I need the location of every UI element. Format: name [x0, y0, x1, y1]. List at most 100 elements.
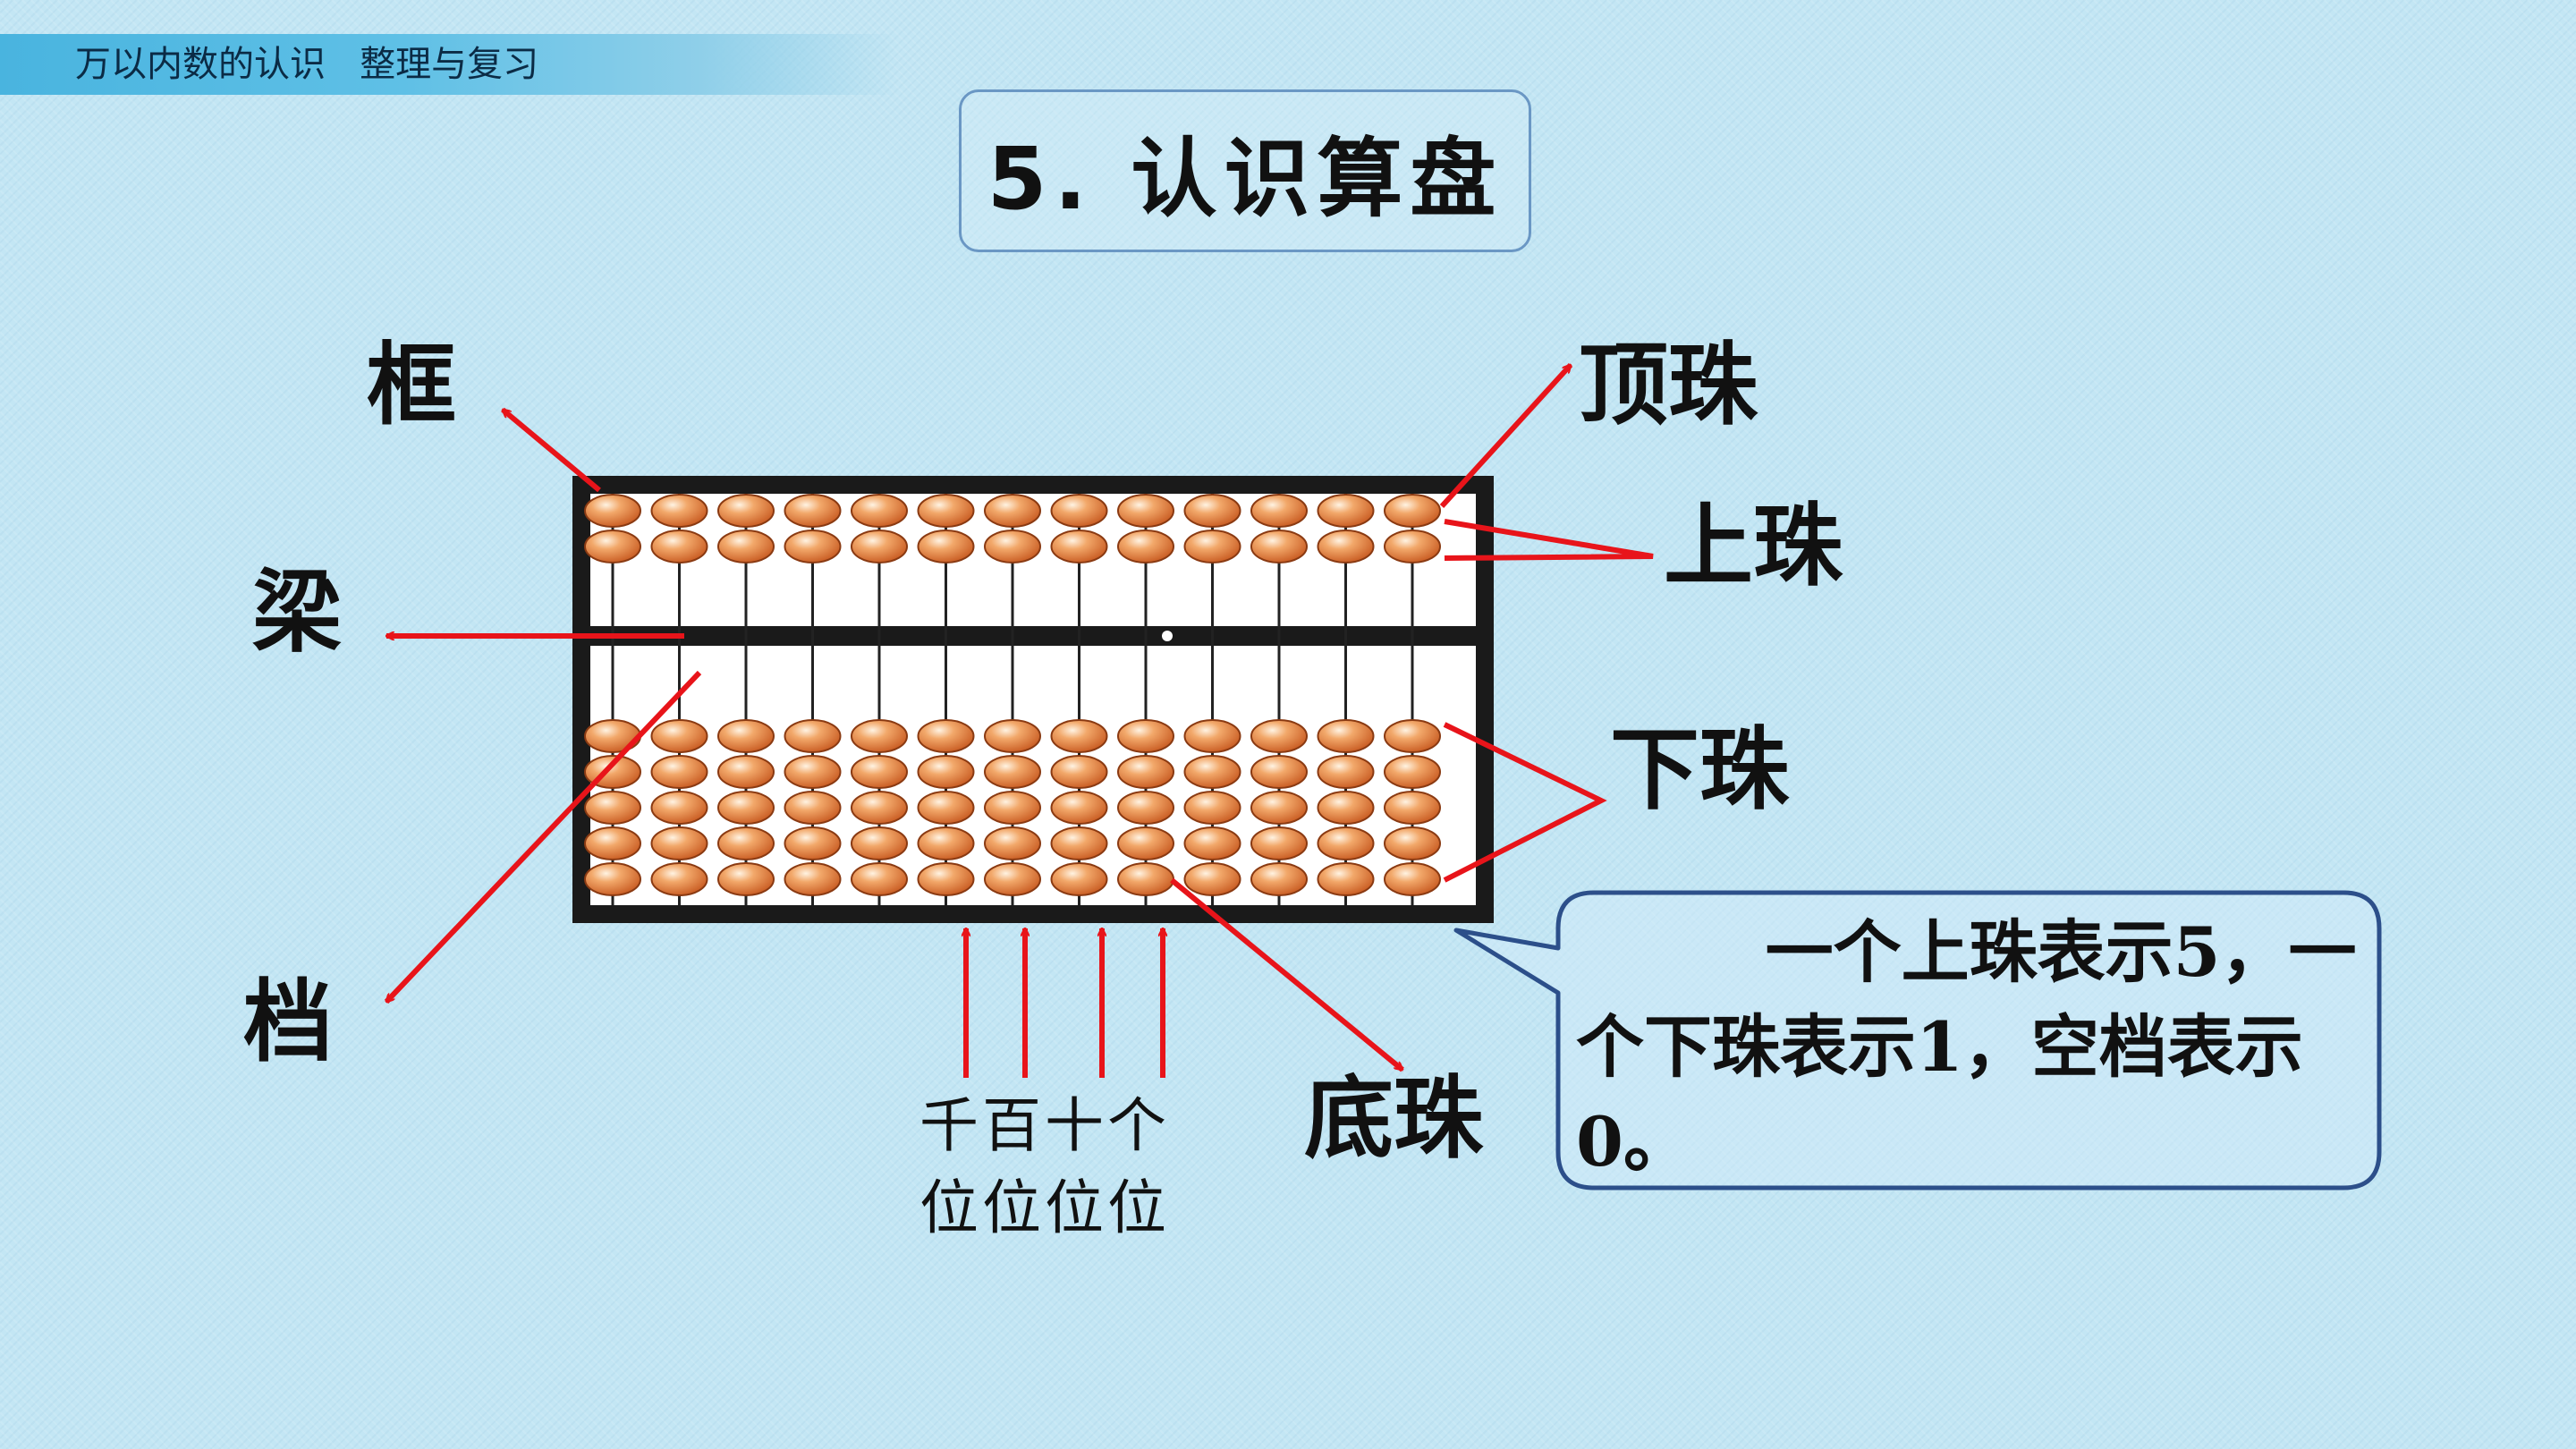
label-upper-bead: 上珠 [1664, 493, 1843, 598]
lower-bead [1050, 755, 1108, 789]
label-beam: 梁 [252, 559, 342, 665]
lower-bead [1317, 719, 1375, 753]
lower-bead [917, 826, 975, 860]
lower-bead [851, 826, 908, 860]
lower-bead [784, 826, 842, 860]
speech-bubble [1453, 890, 2382, 1191]
lower-bead [1384, 791, 1441, 825]
label-frame: 框 [367, 332, 456, 437]
place-suffix: 位位位位 [919, 1174, 1170, 1242]
upper-bead [784, 530, 842, 564]
lower-bead [1117, 719, 1174, 753]
lower-bead [717, 755, 775, 789]
lower-bead [584, 826, 641, 860]
upper-bead [1384, 494, 1441, 528]
lower-bead [784, 719, 842, 753]
lower-bead [1250, 826, 1308, 860]
lower-bead [1050, 862, 1108, 896]
upper-bead [851, 530, 908, 564]
lower-bead [1117, 755, 1174, 789]
upper-bead [984, 494, 1041, 528]
arrow-rod [386, 670, 702, 1002]
lower-bead [1050, 719, 1108, 753]
lower-bead [984, 862, 1041, 896]
lower-bead [851, 719, 908, 753]
arrow-frame [503, 407, 601, 493]
label-top-bead: 顶珠 [1579, 332, 1758, 437]
lower-bead [1117, 791, 1174, 825]
lower-bead [717, 826, 775, 860]
upper-bead [1050, 530, 1108, 564]
lower-bead [1384, 719, 1441, 753]
place-names: 千百十个 [919, 1091, 1170, 1160]
upper-bead [984, 530, 1041, 564]
lower-bead [851, 862, 908, 896]
lower-bead [984, 755, 1041, 789]
lower-bead [917, 755, 975, 789]
beam-dot [1162, 631, 1173, 641]
upper-bead [784, 494, 842, 528]
lower-bead [1317, 755, 1375, 789]
lower-bead [1384, 755, 1441, 789]
lower-bead [1183, 791, 1241, 825]
lower-bead [917, 791, 975, 825]
upper-bead [1183, 494, 1241, 528]
lower-bead [1250, 719, 1308, 753]
upper-bead [717, 494, 775, 528]
page-title: 5. 认识算盘 [987, 128, 1504, 229]
lower-bead [1317, 791, 1375, 825]
arrow-upper-bead [1444, 519, 1654, 561]
lower-bead [1050, 826, 1108, 860]
upper-bead [917, 494, 975, 528]
upper-bead [1317, 494, 1375, 528]
upper-bead [1050, 494, 1108, 528]
lower-bead [650, 755, 708, 789]
lower-bead [784, 755, 842, 789]
lower-bead [1050, 791, 1108, 825]
upper-bead [717, 530, 775, 564]
lower-bead [1250, 862, 1308, 896]
lower-bead [717, 719, 775, 753]
lower-bead [717, 791, 775, 825]
lower-bead [584, 862, 641, 896]
lower-bead [1117, 826, 1174, 860]
lower-bead [717, 862, 775, 896]
lower-bead [650, 862, 708, 896]
upper-bead [851, 494, 908, 528]
lower-bead [650, 791, 708, 825]
lower-bead [1117, 862, 1174, 896]
abacus-beads [584, 494, 1441, 896]
lower-bead [1183, 755, 1241, 789]
lower-bead [851, 755, 908, 789]
upper-bead [650, 530, 708, 564]
lower-bead [917, 862, 975, 896]
lower-bead [984, 791, 1041, 825]
lower-bead [784, 862, 842, 896]
label-bottom-bead: 底珠 [1304, 1065, 1483, 1171]
arrow-lower-bead [1443, 722, 1607, 883]
lower-bead [784, 791, 842, 825]
lower-bead [1183, 826, 1241, 860]
label-rod: 档 [243, 969, 333, 1074]
arrows [386, 365, 1654, 1078]
lower-bead [984, 826, 1041, 860]
lower-bead [1384, 826, 1441, 860]
upper-bead [917, 530, 975, 564]
upper-bead [1117, 494, 1174, 528]
upper-bead [584, 530, 641, 564]
arrow-top-bead [1439, 365, 1573, 509]
breadcrumb: 万以内数的认识 整理与复习 [75, 44, 539, 85]
upper-bead [650, 494, 708, 528]
upper-bead [1183, 530, 1241, 564]
lower-bead [917, 719, 975, 753]
upper-bead [1250, 530, 1308, 564]
upper-bead [1317, 530, 1375, 564]
upper-bead [584, 494, 641, 528]
lower-bead [851, 791, 908, 825]
lower-bead [584, 719, 641, 753]
lower-bead [650, 826, 708, 860]
lower-bead [1384, 862, 1441, 896]
lower-bead [1317, 826, 1375, 860]
note-text: 一个上珠表示5，一个下珠表示1，空档表示0。 [1576, 912, 2357, 1182]
